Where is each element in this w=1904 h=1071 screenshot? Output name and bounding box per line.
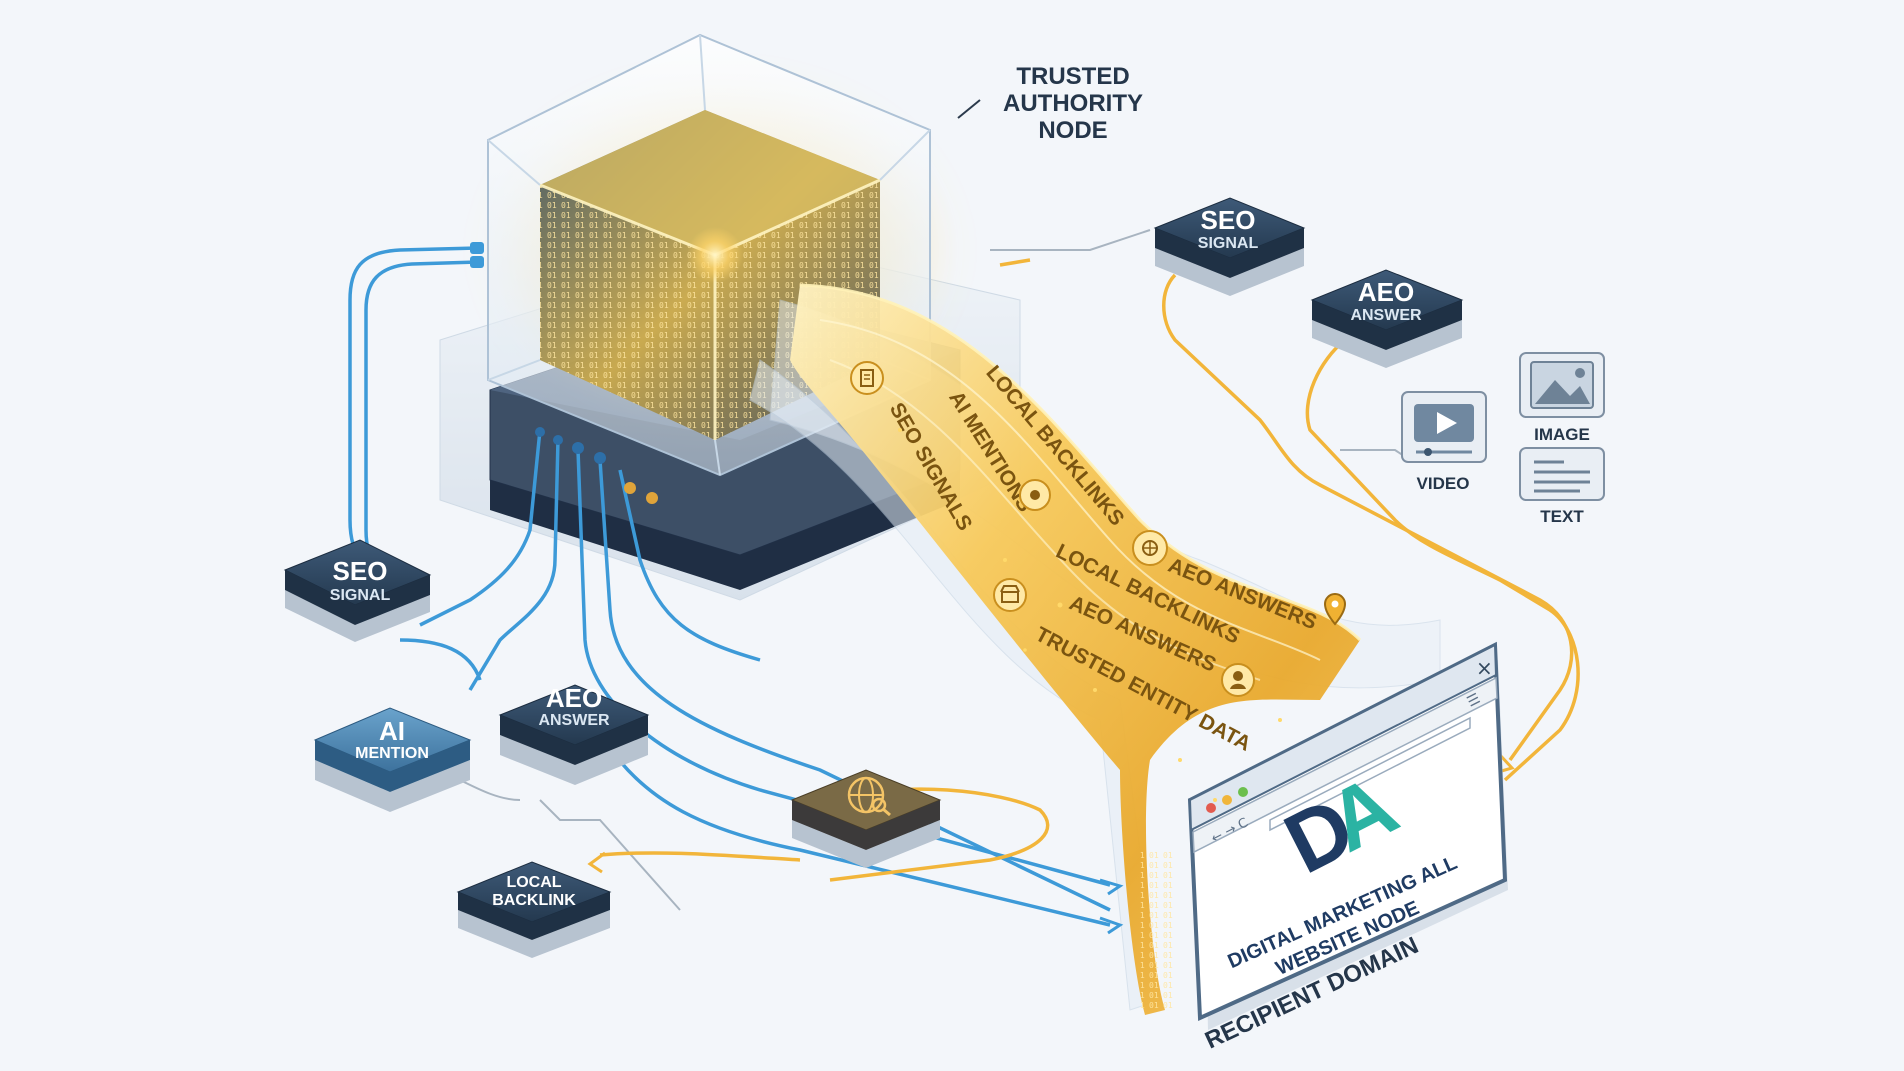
- left-node-seo-signal[interactable]: SEO SIGNAL: [283, 539, 432, 642]
- window-maximize-dot[interactable]: [1238, 787, 1248, 797]
- right-aeo-line1: AEO: [1358, 277, 1414, 307]
- close-icon[interactable]: ×: [1476, 656, 1493, 680]
- badge-icon: [1019, 479, 1051, 511]
- left-ai-line1: AI: [379, 716, 405, 746]
- media-image[interactable]: IMAGE: [1519, 352, 1605, 444]
- location-pin-icon: [1323, 593, 1347, 626]
- globe-search-node[interactable]: [790, 769, 942, 868]
- text-lines-icon: [1534, 460, 1590, 493]
- sparkles: [898, 428, 1282, 802]
- video-play-icon: [1414, 404, 1474, 456]
- title-line1: TRUSTED: [1016, 63, 1129, 90]
- media-video[interactable]: VIDEO: [1401, 391, 1487, 493]
- store-icon: [993, 578, 1027, 612]
- right-node-aeo-answer[interactable]: AEO ANSWER: [1310, 269, 1464, 368]
- right-aeo-line2: ANSWER: [1350, 307, 1422, 324]
- recipient-browser-window[interactable]: ← → C × ☰ D A DIGITAL MARKETING ALL WEBS…: [1187, 641, 1508, 1030]
- left-local-line1: LOCAL: [506, 874, 561, 891]
- window-close-dot[interactable]: [1206, 803, 1216, 813]
- left-seo-line2: SIGNAL: [330, 587, 391, 604]
- right-node-seo-signal[interactable]: SEO SIGNAL: [1153, 197, 1306, 296]
- left-ai-line2: MENTION: [355, 745, 429, 762]
- image-icon: [1530, 361, 1594, 409]
- trusted-authority-label: TRUSTED AUTHORITY NODE: [957, 63, 1143, 144]
- right-seo-line2: SIGNAL: [1198, 235, 1259, 252]
- left-node-ai-mention[interactable]: AI MENTION: [313, 707, 472, 812]
- network-icon: [1132, 530, 1168, 566]
- left-node-aeo-answer[interactable]: AEO ANSWER: [498, 683, 650, 785]
- left-seo-line1: SEO: [333, 556, 388, 586]
- globe-search-icon: [847, 776, 891, 817]
- left-node-local-backlink[interactable]: LOCAL BACKLINK: [456, 861, 612, 958]
- window-minimize-dot[interactable]: [1222, 795, 1232, 805]
- left-aeo-line2: ANSWER: [538, 712, 610, 729]
- title-line3: NODE: [1038, 117, 1107, 144]
- document-icon: [850, 361, 884, 395]
- title-line2: AUTHORITY: [1003, 90, 1143, 117]
- blue-ports: [470, 242, 658, 504]
- user-icon: [1221, 663, 1255, 697]
- media-image-label: IMAGE: [1534, 425, 1590, 444]
- right-seo-line1: SEO: [1201, 205, 1256, 235]
- media-video-label: VIDEO: [1417, 474, 1470, 493]
- media-text[interactable]: TEXT: [1519, 447, 1605, 526]
- media-text-label: TEXT: [1540, 507, 1584, 526]
- golden-data-stream: SEO SIGNALS AI MENTIONS LOCAL BACKLINKS …: [749, 283, 1441, 1015]
- left-local-line2: BACKLINK: [492, 892, 576, 909]
- left-aeo-line1: AEO: [546, 683, 602, 713]
